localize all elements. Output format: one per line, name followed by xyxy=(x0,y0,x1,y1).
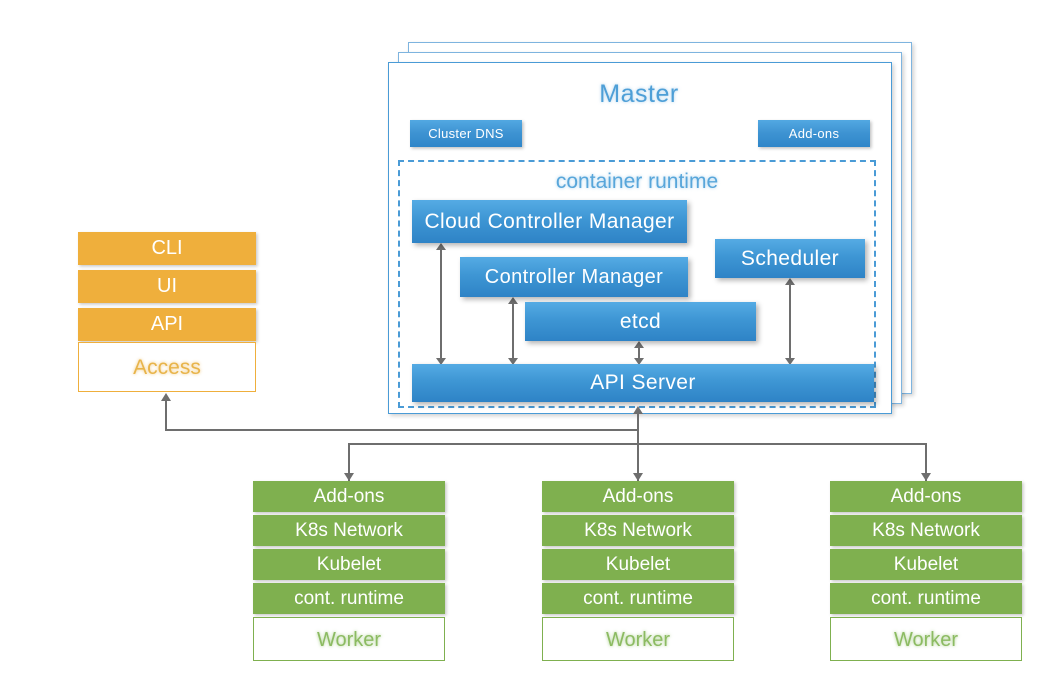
access-panel: CLI UI API Access xyxy=(78,232,256,392)
worker-row-kubelet[interactable]: Kubelet xyxy=(830,549,1022,580)
bus-arrow-to-apiserver xyxy=(633,406,643,414)
worker-row-cont-runtime[interactable]: cont. runtime xyxy=(542,583,734,614)
worker-row-k8s-network[interactable]: K8s Network xyxy=(253,515,445,546)
bus-drop-worker-3 xyxy=(925,443,927,481)
api-server-box[interactable]: API Server xyxy=(412,364,874,402)
access-row-api[interactable]: API xyxy=(78,308,256,341)
worker-node-3: Add-ons K8s Network Kubelet cont. runtim… xyxy=(830,481,1022,661)
access-row-ui[interactable]: UI xyxy=(78,270,256,303)
worker-node-2: Add-ons K8s Network Kubelet cont. runtim… xyxy=(542,481,734,661)
cloud-controller-manager-box[interactable]: Cloud Controller Manager xyxy=(412,200,687,243)
etcd-box[interactable]: etcd xyxy=(525,302,756,341)
worker-row-cont-runtime[interactable]: cont. runtime xyxy=(830,583,1022,614)
bus-trunk-apiserver xyxy=(637,412,639,481)
connector-ccm-apiserver xyxy=(436,243,446,365)
worker-node-1: Add-ons K8s Network Kubelet cont. runtim… xyxy=(253,481,445,661)
worker-label: Worker xyxy=(542,617,734,661)
connector-scheduler-apiserver xyxy=(785,278,795,365)
bus-arrow-to-worker-1 xyxy=(344,473,354,481)
worker-row-cont-runtime[interactable]: cont. runtime xyxy=(253,583,445,614)
worker-row-add-ons[interactable]: Add-ons xyxy=(830,481,1022,512)
access-row-cli[interactable]: CLI xyxy=(78,232,256,265)
controller-manager-box[interactable]: Controller Manager xyxy=(460,257,688,297)
scheduler-box[interactable]: Scheduler xyxy=(715,239,865,278)
worker-row-kubelet[interactable]: Kubelet xyxy=(542,549,734,580)
bus-arrow-to-access xyxy=(161,393,171,401)
worker-label: Worker xyxy=(830,617,1022,661)
bus-arrow-to-worker-2 xyxy=(633,473,643,481)
container-runtime-title: container runtime xyxy=(555,170,719,193)
worker-row-add-ons[interactable]: Add-ons xyxy=(253,481,445,512)
bus-drop-worker-1 xyxy=(348,443,350,481)
master-title: Master xyxy=(599,80,679,108)
master-add-ons-box[interactable]: Add-ons xyxy=(758,120,870,147)
connector-cm-apiserver xyxy=(508,297,518,365)
bus-upper-horizontal xyxy=(165,429,638,431)
worker-row-add-ons[interactable]: Add-ons xyxy=(542,481,734,512)
bus-arrow-to-worker-3 xyxy=(921,473,931,481)
worker-row-k8s-network[interactable]: K8s Network xyxy=(542,515,734,546)
worker-row-kubelet[interactable]: Kubelet xyxy=(253,549,445,580)
worker-label: Worker xyxy=(253,617,445,661)
worker-row-k8s-network[interactable]: K8s Network xyxy=(830,515,1022,546)
cluster-dns-box[interactable]: Cluster DNS xyxy=(410,120,522,147)
bus-riser-access xyxy=(165,400,167,430)
bus-lower-horizontal xyxy=(348,443,926,445)
connector-etcd-apiserver xyxy=(634,341,644,365)
access-label: Access xyxy=(78,342,256,392)
